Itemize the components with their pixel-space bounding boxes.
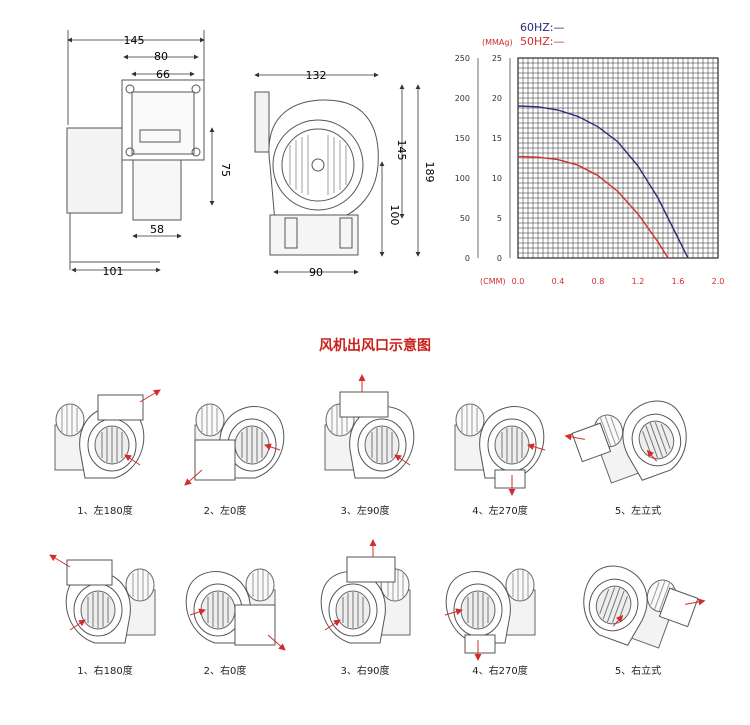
series-line-60hz — [517, 105, 689, 259]
y-tick-outer: 50 — [460, 214, 470, 223]
fan-left-upright — [564, 390, 699, 491]
x-tick-label: 0.8 — [592, 277, 605, 286]
side-view-drawing — [66, 79, 205, 270]
dim-front-189: 189 — [423, 162, 436, 183]
dim-side-101: 101 — [103, 265, 124, 278]
performance-chart: 60HZ:— (MMAg) 50HZ:— 0.0 0.4 0.8 1.2 1.6 2.0 2… — [455, 21, 725, 286]
y-tick-outer: 150 — [455, 134, 470, 143]
section-title: 风机出风口示意图 — [319, 338, 431, 354]
fan-left-270 — [454, 403, 546, 496]
y-tick-inner: 10 — [492, 174, 502, 183]
y-tick-outer: 100 — [455, 174, 470, 183]
caption-left-180: 1、左180度 — [77, 506, 133, 517]
y-tick-inner: 0 — [497, 254, 502, 263]
dim-side-58: 58 — [150, 223, 164, 236]
caption-right-180: 1、右180度 — [77, 666, 133, 677]
dim-side-66: 66 — [156, 68, 170, 81]
dim-side-80: 80 — [154, 50, 168, 63]
fan-left-90 — [324, 374, 415, 479]
x-tick-label: 1.2 — [632, 277, 645, 286]
y-tick-inner: 15 — [492, 134, 502, 143]
y-tick-inner: 20 — [492, 94, 502, 103]
fan-right-upright — [571, 555, 706, 656]
caption-right-0: 2、右0度 — [203, 666, 247, 677]
y-tick-outer: 250 — [455, 54, 470, 63]
dim-front-132: 132 — [306, 69, 327, 82]
x-unit-label: (CMM) — [480, 277, 506, 286]
caption-left-upright: 5、左立式 — [614, 506, 662, 517]
fan-right-180 — [49, 554, 156, 644]
side-view-dimension-lines — [67, 30, 215, 273]
y-tick-inner: 25 — [492, 54, 502, 63]
orientation-illustrations — [49, 374, 706, 661]
dim-front-90: 90 — [309, 266, 323, 279]
y-tick-inner: 5 — [497, 214, 502, 223]
unit-left-label: (MMAg) — [482, 38, 513, 47]
fan-left-180 — [54, 389, 161, 479]
fan-right-90 — [320, 539, 411, 644]
caption-right-270: 4、右270度 — [472, 666, 528, 677]
caption-left-90: 3、左90度 — [340, 506, 390, 517]
x-tick-label: 1.6 — [672, 277, 685, 286]
legend-60hz: 60HZ:— — [520, 21, 565, 34]
front-fan-blades — [289, 135, 347, 195]
dimension-drawings: 145 80 66 75 58 101 132 145 189 100 90 — [66, 30, 436, 279]
front-view-dimension-lines — [254, 72, 421, 275]
caption-left-270: 4、左270度 — [472, 506, 528, 517]
fan-right-0 — [185, 568, 286, 651]
legend-50hz: 50HZ:— — [520, 35, 565, 48]
dim-front-100: 100 — [388, 205, 401, 226]
chart-series — [517, 105, 689, 259]
x-tick-label: 0.4 — [552, 277, 565, 286]
x-tick-label: 0.0 — [512, 277, 525, 286]
dim-front-145: 145 — [395, 140, 408, 161]
dim-side-145: 145 — [124, 34, 145, 47]
caption-left-0: 2、左0度 — [203, 506, 247, 517]
series-line-50hz — [517, 155, 669, 259]
caption-right-90: 3、右90度 — [340, 666, 390, 677]
fan-left-0 — [184, 403, 285, 486]
caption-right-upright: 5、右立式 — [614, 666, 662, 677]
y-tick-outer: 200 — [455, 94, 470, 103]
x-tick-label: 2.0 — [712, 277, 725, 286]
dim-side-75: 75 — [219, 163, 232, 177]
chart-grid — [517, 57, 719, 259]
front-view-drawing — [254, 91, 379, 256]
fan-right-270 — [444, 568, 536, 661]
y-tick-outer: 0 — [465, 254, 470, 263]
